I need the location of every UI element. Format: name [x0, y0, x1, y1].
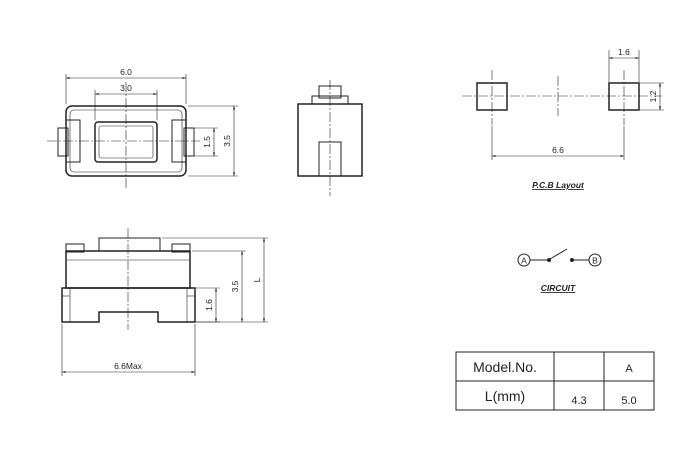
terminal-a-label: A	[521, 256, 527, 266]
table-row-val2: 5.0	[621, 395, 636, 407]
table-header-col2: A	[625, 363, 633, 375]
table-header-label: Model.No.	[473, 359, 537, 375]
table-row-label: L(mm)	[485, 388, 525, 404]
dim-pad-height: 1.2	[648, 90, 658, 102]
dim-side-L: L	[252, 277, 262, 282]
top-view: 6.0 3.0 1.5 3.5	[47, 67, 238, 190]
dim-inner-width: 3.0	[120, 83, 132, 93]
model-table: Model.No. A L(mm) 4.3 5.0	[455, 351, 655, 411]
pcb-layout: 1.6 1.2 6.6 P.C.B Layout	[462, 47, 664, 190]
dim-top-width: 6.0	[120, 67, 132, 77]
switch-contact	[549, 248, 568, 260]
dim-side-max: 6.6Max	[114, 361, 143, 371]
dim-side-base: 1.6	[204, 299, 214, 311]
terminal-b-label: B	[592, 256, 598, 266]
circuit-caption: CIRCUIT	[541, 283, 576, 293]
dim-side-height: 3.5	[230, 280, 240, 292]
dim-inner-height: 1.5	[202, 136, 212, 148]
pcb-layout-caption: P.C.B Layout	[532, 180, 585, 190]
dim-pad-width: 1.6	[618, 47, 630, 57]
dim-pad-span: 6.6	[552, 145, 564, 155]
circuit: A B CIRCUIT	[517, 248, 602, 293]
dim-body-height: 3.5	[222, 135, 232, 147]
side-view: 1.6 3.5 L 6.6Max	[61, 228, 268, 376]
front-view	[297, 80, 363, 196]
table-row-val1: 4.3	[571, 395, 586, 407]
terminal-b-circle	[588, 253, 602, 267]
